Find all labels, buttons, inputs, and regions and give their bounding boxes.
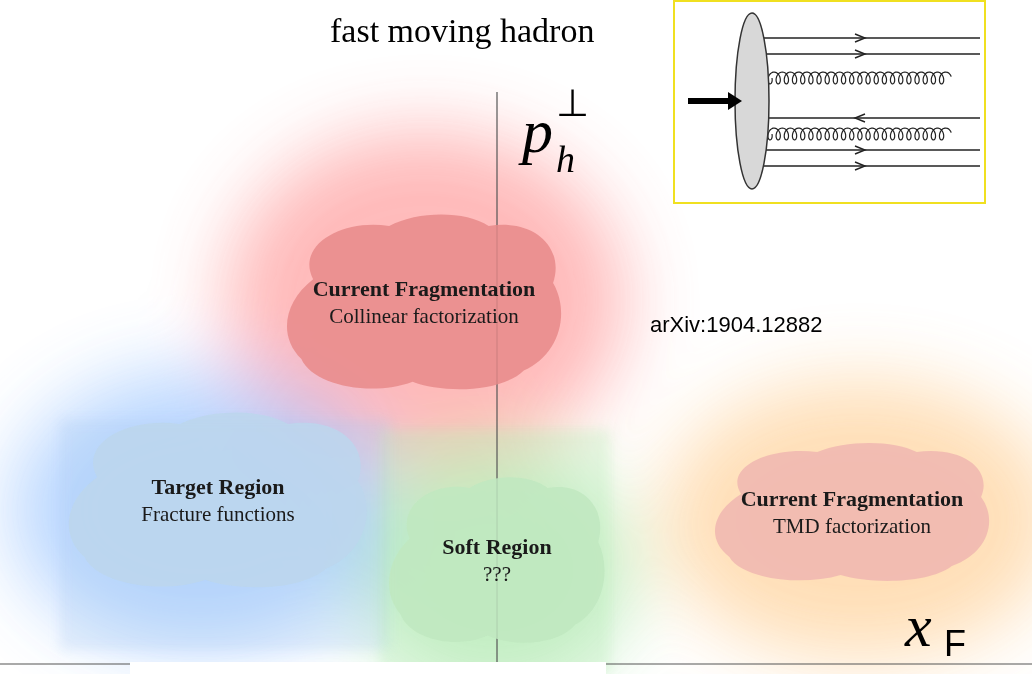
reference-label: arXiv:1904.12882 [650, 314, 822, 336]
region-blob: Current FragmentationTMD factorization [706, 437, 999, 587]
quark-line [762, 117, 980, 119]
region-blob: Target RegionFracture functions [59, 405, 377, 595]
blob-fill [69, 413, 367, 588]
region-description: TMD factorization [773, 513, 931, 539]
quark-arrow [855, 114, 865, 122]
region-blob: Soft Region??? [382, 470, 612, 650]
incoming-arrowhead [728, 92, 742, 110]
region-title: Soft Region [442, 533, 551, 561]
region-title: Target Region [151, 473, 284, 501]
region-title: Current Fragmentation [741, 485, 964, 513]
white-patch [130, 662, 606, 674]
quark-line [762, 165, 980, 167]
blob-outline [706, 437, 999, 587]
quark-arrow [855, 146, 865, 154]
blob-outline [382, 470, 612, 650]
axis-symbol: p [522, 100, 553, 162]
quark-arrow [855, 50, 865, 58]
blob-fill [287, 215, 561, 390]
region-description: Fracture functions [141, 501, 294, 527]
quark-line [762, 37, 980, 39]
inset-frame [674, 1, 985, 203]
blob-fill [715, 443, 989, 581]
title: fast moving hadron [330, 12, 594, 50]
orange-glow [660, 380, 1032, 660]
axis-subscript: h [556, 140, 575, 178]
incoming-arrow [688, 98, 730, 104]
blob-fill [389, 477, 604, 642]
quark-arrow [855, 34, 865, 42]
quark-line [762, 149, 980, 151]
axis-superscript: ⊥ [556, 84, 589, 122]
region-description: Collinear factorization [329, 303, 519, 329]
quark-line [762, 53, 980, 55]
green-band [380, 430, 610, 674]
blue-glow [10, 370, 390, 650]
axis-symbol: x [905, 596, 932, 656]
axis-subscript: F [944, 626, 966, 662]
region-title: Current Fragmentation [313, 275, 536, 303]
blob-outline [278, 207, 571, 397]
blob-outline [59, 405, 377, 595]
region-description: ??? [483, 561, 511, 587]
quark-arrow [855, 162, 865, 170]
gluon-coil [768, 128, 951, 140]
gluon-coil [768, 72, 951, 84]
region-blob: Current FragmentationCollinear factoriza… [278, 207, 571, 397]
